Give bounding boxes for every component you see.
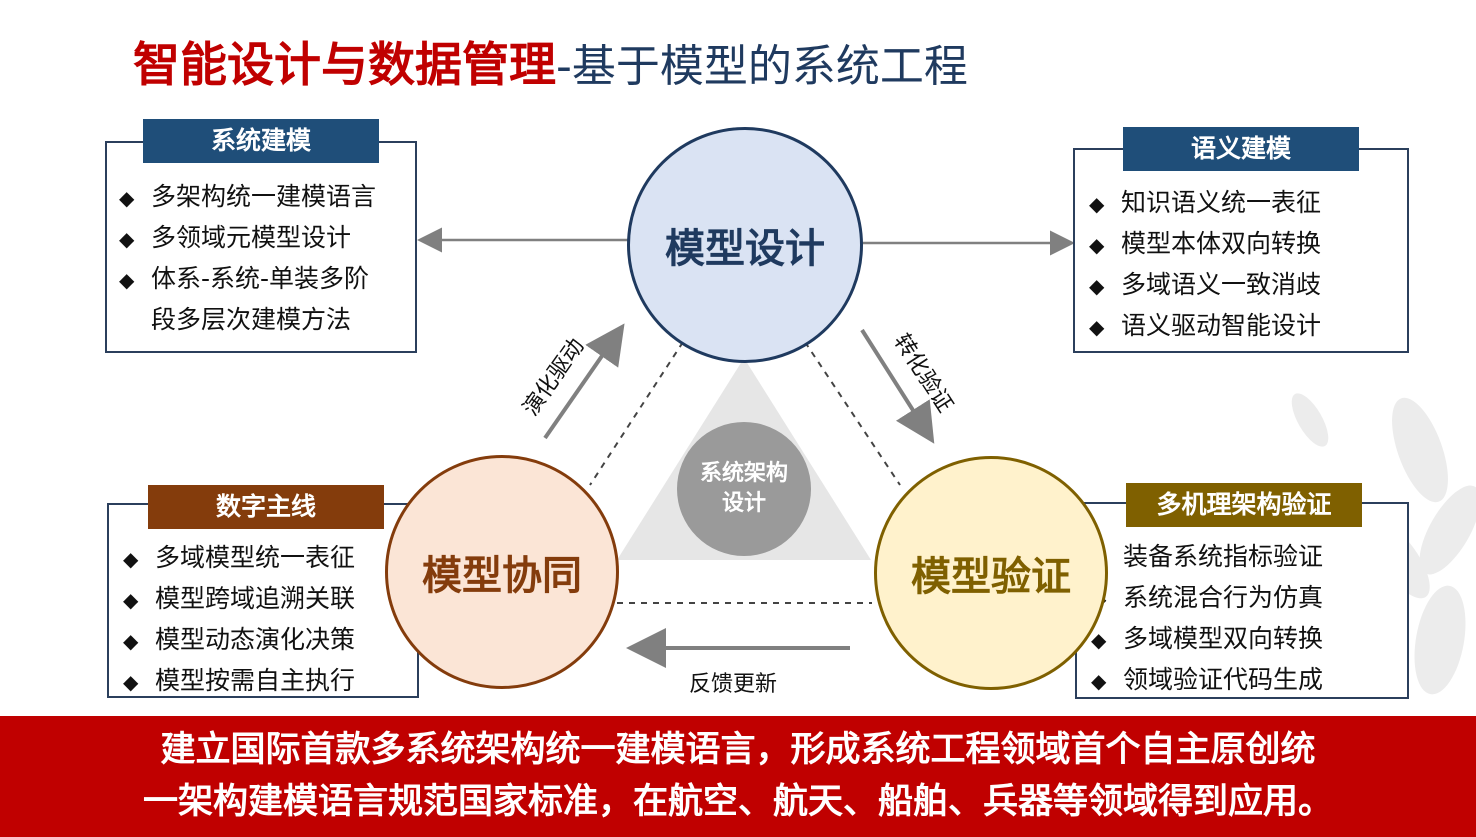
model-verify-circle: 模型验证 xyxy=(874,456,1108,690)
diamond-bullet-icon: ◆ xyxy=(123,588,139,612)
conclusion-banner: 建立国际首款多系统架构统一建模语言，形成系统工程领域首个自主原创统 一架构建模语… xyxy=(0,716,1476,837)
multi-mechanism-box: ◆装备系统指标验证 ◆系统混合行为仿真 ◆多域模型双向转换 ◆领域验证代码生成 xyxy=(1075,502,1409,699)
diamond-bullet-icon: ◆ xyxy=(1089,274,1105,298)
semantic-modeling-header: 语义建模 xyxy=(1123,127,1359,171)
banner-line-1: 建立国际首款多系统架构统一建模语言，形成系统工程领域首个自主原创统 xyxy=(160,730,1316,770)
list-item: ◆多域语义一致消歧 xyxy=(1089,265,1321,306)
arrow-evolve xyxy=(543,323,625,440)
system-architecture-disc: 系统架构 设计 xyxy=(677,422,811,556)
model-collab-circle: 模型协同 xyxy=(385,455,619,689)
digital-thread-header: 数字主线 xyxy=(148,485,384,529)
diamond-bullet-icon: ◆ xyxy=(119,268,135,292)
list-item: ◆模型本体双向转换 xyxy=(1089,224,1321,265)
banner-line-2: 一架构建模语言规范国家标准，在航空、航天、船舶、兵器等领域得到应用。 xyxy=(142,782,1333,822)
diamond-bullet-icon: ◆ xyxy=(1089,233,1105,257)
diamond-bullet-icon: ◆ xyxy=(123,629,139,653)
dashed-line-left xyxy=(589,341,684,486)
page-title: 智能设计与数据管理-基于模型的系统工程 xyxy=(133,26,968,95)
list-item: ◆装备系统指标验证 xyxy=(1091,537,1323,578)
diamond-bullet-icon: ◆ xyxy=(119,227,135,251)
system-modeling-box: ◆多架构统一建模语言 ◆多领域元模型设计 ◆体系-系统-单装多阶 段多层次建模方… xyxy=(105,141,417,353)
list-item: ◆模型动态演化决策 xyxy=(123,620,355,661)
title-sub: -基于模型的系统工程 xyxy=(556,41,968,92)
list-item: ◆模型跨域追溯关联 xyxy=(123,579,355,620)
list-item: ◆多架构统一建模语言 xyxy=(119,177,376,218)
center-line-1: 系统架构 xyxy=(699,461,788,486)
list-item: ◆多域模型统一表征 xyxy=(123,538,355,579)
diamond-bullet-icon: ◆ xyxy=(119,186,135,210)
model-design-circle: 模型设计 xyxy=(627,127,863,363)
arrow-transform xyxy=(860,328,935,444)
dashed-line-right xyxy=(804,341,901,486)
digital-thread-box: ◆多域模型统一表征 ◆模型跨域追溯关联 ◆模型动态演化决策 ◆模型按需自主执行 xyxy=(107,503,419,698)
list-item: ◆语义驱动智能设计 xyxy=(1089,306,1321,347)
semantic-modeling-box: ◆知识语义统一表征 ◆模型本体双向转换 ◆多域语义一致消歧 ◆语义驱动智能设计 xyxy=(1073,148,1409,353)
diamond-bullet-icon: ◆ xyxy=(1091,628,1107,652)
system-modeling-header: 系统建模 xyxy=(143,119,379,163)
list-item: ◆模型按需自主执行 xyxy=(123,661,355,702)
title-main: 智能设计与数据管理 xyxy=(133,38,556,93)
diamond-bullet-icon: ◆ xyxy=(1089,192,1105,216)
feedback-label: 反馈更新 xyxy=(689,672,778,697)
diamond-bullet-icon: ◆ xyxy=(1089,315,1105,339)
list-item: ◆多域模型双向转换 xyxy=(1091,619,1323,660)
list-item: 段多层次建模方法 xyxy=(151,305,352,334)
list-item: ◆体系-系统-单装多阶 xyxy=(119,259,376,300)
diamond-bullet-icon: ◆ xyxy=(1091,669,1107,693)
list-item: ◆领域验证代码生成 xyxy=(1091,660,1323,701)
list-item: ◆知识语义统一表征 xyxy=(1089,183,1321,224)
list-item: ◆多领域元模型设计 xyxy=(119,218,376,259)
center-line-2: 设计 xyxy=(721,491,766,516)
diamond-bullet-icon: ◆ xyxy=(123,547,139,571)
list-item: ◆系统混合行为仿真 xyxy=(1091,578,1323,619)
diamond-bullet-icon: ◆ xyxy=(123,670,139,694)
multi-mechanism-header: 多机理架构验证 xyxy=(1126,483,1362,527)
